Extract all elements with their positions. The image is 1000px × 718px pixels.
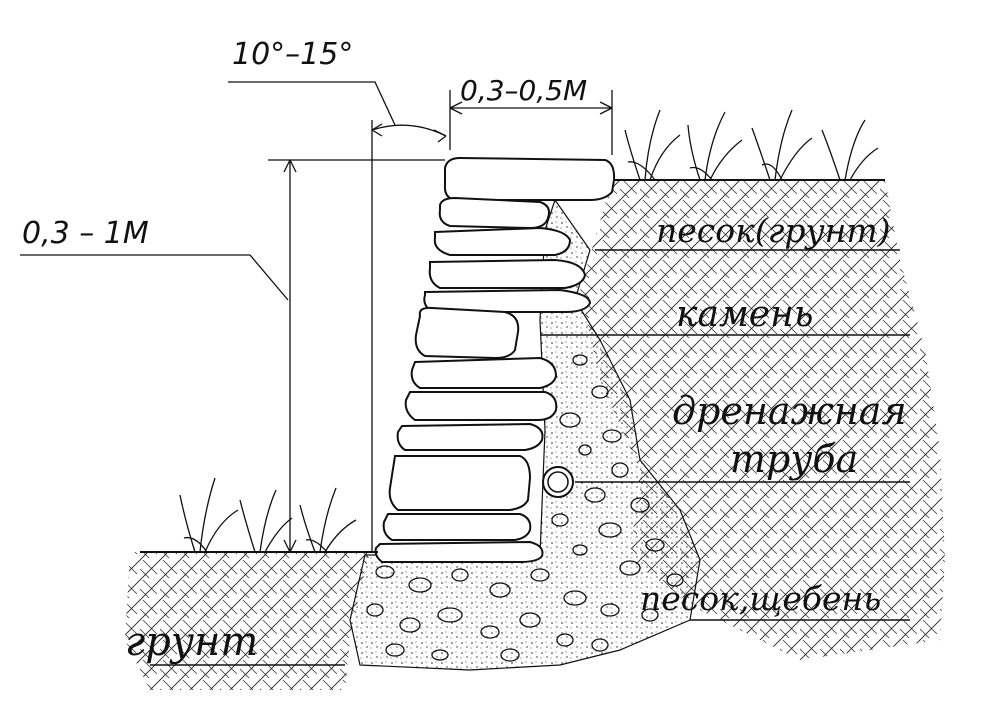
grass-tufts-top xyxy=(624,109,879,181)
height-dimension xyxy=(20,159,445,553)
drain-pipe-icon xyxy=(542,466,574,498)
stone-4 xyxy=(428,258,587,289)
grass-tufts-bottom xyxy=(179,477,357,553)
stone-wall xyxy=(374,156,616,563)
stone-10 xyxy=(388,455,532,511)
label-sand-gravel: песок,щебень xyxy=(640,579,881,618)
label-ground: грунт xyxy=(125,619,258,665)
stone-7 xyxy=(410,356,558,389)
stone-11 xyxy=(382,513,532,541)
backfill-region xyxy=(349,198,701,671)
label-stone: камень xyxy=(676,294,813,335)
stone-5 xyxy=(423,288,592,313)
stone-6 xyxy=(414,306,520,360)
angle-label: 10°–15° xyxy=(232,37,353,72)
angle-dimension xyxy=(228,81,447,552)
stone-2 xyxy=(438,196,550,230)
label-drain-pipe-2: труба xyxy=(730,437,858,481)
ground-hatch-left xyxy=(125,552,370,690)
width-dimension xyxy=(449,90,613,155)
width-label: 0,3–0,5М xyxy=(460,74,587,107)
stone-8 xyxy=(404,391,558,421)
stone-12 xyxy=(374,540,544,563)
stone-1 xyxy=(443,156,616,201)
label-underlines xyxy=(150,249,910,666)
stone-3 xyxy=(433,226,572,256)
stone-9 xyxy=(396,422,544,451)
height-label: 0,3 – 1М xyxy=(22,216,149,251)
gravel-pebbles xyxy=(366,354,684,662)
label-drain-pipe-1: дренажная xyxy=(672,389,907,433)
label-sand-soil: песок(грунт) xyxy=(656,211,891,250)
